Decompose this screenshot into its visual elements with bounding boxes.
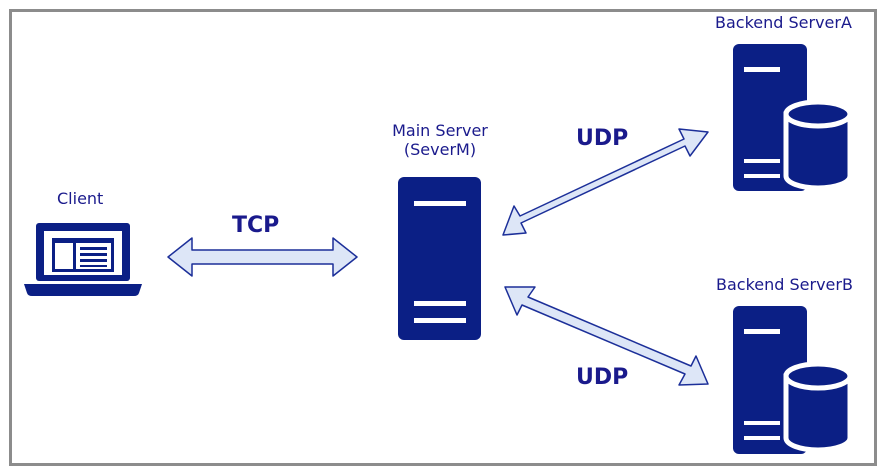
- laptop-icon: [24, 223, 142, 296]
- backend-server-b-icon: [733, 306, 853, 454]
- udp-arrow-to-backend-a: [502, 128, 709, 236]
- udp-protocol-label-b: UDP: [576, 365, 629, 390]
- main-server-label: Main Server (SeverM): [380, 121, 500, 159]
- udp-protocol-label-a: UDP: [576, 126, 629, 151]
- tcp-arrow: [167, 237, 358, 277]
- main-server-alias: (SeverM): [403, 140, 477, 159]
- backend-server-b-label: Backend ServerB: [716, 275, 853, 294]
- udp-arrow-to-backend-b: [504, 286, 709, 386]
- main-server-name: Main Server: [392, 121, 488, 140]
- main-server-icon: [398, 177, 481, 340]
- client-label: Client: [57, 189, 104, 208]
- backend-server-a-label: Backend ServerA: [715, 13, 852, 32]
- tcp-protocol-label: TCP: [232, 213, 280, 238]
- backend-server-a-icon: [733, 44, 853, 191]
